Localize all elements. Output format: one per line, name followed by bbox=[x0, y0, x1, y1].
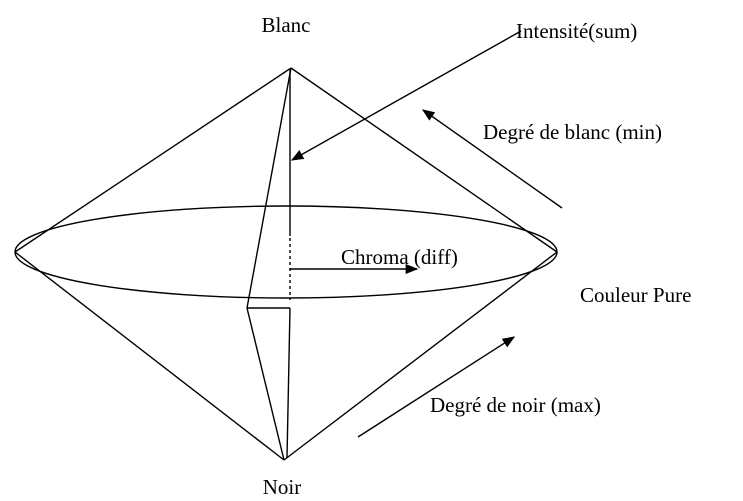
whiteness-arrow bbox=[421, 109, 563, 209]
inner-upper-slant bbox=[246, 67, 292, 309]
label-degre-blanc: Degré de blanc (min) bbox=[483, 120, 662, 144]
label-couleur-pure: Couleur Pure bbox=[580, 283, 691, 307]
intensity-arrow bbox=[290, 30, 522, 161]
label-blanc: Blanc bbox=[262, 13, 311, 37]
inner-lower-slant bbox=[246, 307, 285, 461]
label-chroma: Chroma (diff) bbox=[341, 245, 458, 269]
upper-cone-right-edge bbox=[290, 67, 558, 253]
label-degre-noir: Degré de noir (max) bbox=[430, 393, 601, 417]
equator-ellipse bbox=[14, 205, 558, 299]
upper-cone-left-edge bbox=[14, 67, 292, 253]
intensity-axis-lower bbox=[286, 307, 291, 459]
label-intensite: Intensité(sum) bbox=[516, 19, 637, 43]
label-noir: Noir bbox=[263, 475, 302, 499]
lower-cone-right-edge bbox=[283, 251, 558, 461]
lower-cone-left-edge bbox=[14, 251, 285, 461]
blackness-arrow bbox=[357, 336, 516, 438]
